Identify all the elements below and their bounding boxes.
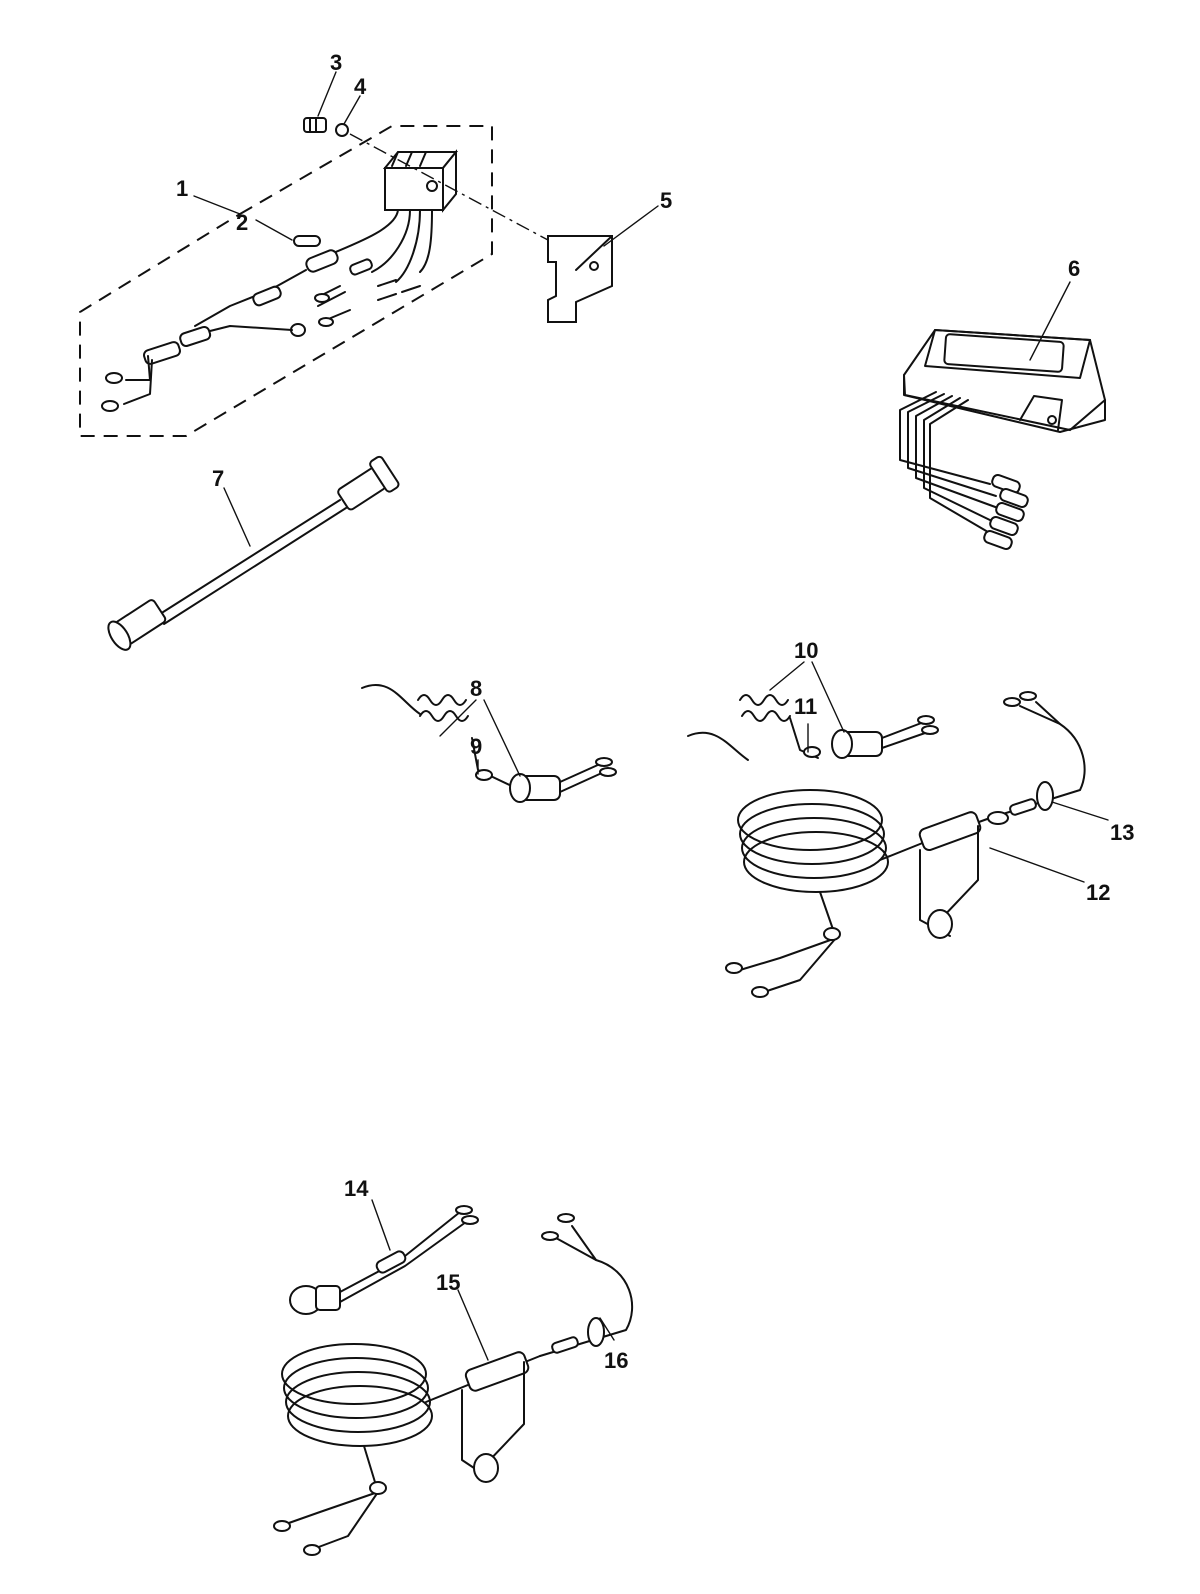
callout-5: 5 xyxy=(660,188,672,213)
callout-7: 7 xyxy=(212,466,224,491)
callout-10: 10 xyxy=(794,638,818,663)
callout-8: 8 xyxy=(470,676,482,701)
part-15-harness-coil xyxy=(273,1213,634,1556)
callout-6: 6 xyxy=(1068,256,1080,281)
leader-lines xyxy=(193,71,1109,1361)
part-2-fuse xyxy=(293,235,321,247)
callout-16: 16 xyxy=(604,1348,628,1373)
callout-9: 9 xyxy=(470,734,482,759)
callout-1: 1 xyxy=(176,176,188,201)
part-3-screw xyxy=(303,117,327,133)
part-4-washer xyxy=(335,123,349,137)
callout-3: 3 xyxy=(330,50,342,75)
callout-12: 12 xyxy=(1086,880,1110,905)
callout-11: 11 xyxy=(794,694,817,719)
part-6-switch-box xyxy=(899,328,1107,551)
callout-14: 14 xyxy=(344,1176,369,1201)
part-12-harness-coil xyxy=(725,691,1086,998)
callout-4: 4 xyxy=(354,74,367,99)
callout-15: 15 xyxy=(436,1270,460,1295)
callout-13: 13 xyxy=(1110,820,1134,845)
rectifier-block xyxy=(382,149,459,213)
part-1-harness-kit xyxy=(79,125,493,437)
callout-2: 2 xyxy=(236,210,248,235)
part-7-extension-cable xyxy=(107,455,400,651)
part-8-lanyard-switch xyxy=(361,684,617,803)
part-5-bracket xyxy=(547,235,613,323)
part-14-sender xyxy=(289,1205,479,1315)
